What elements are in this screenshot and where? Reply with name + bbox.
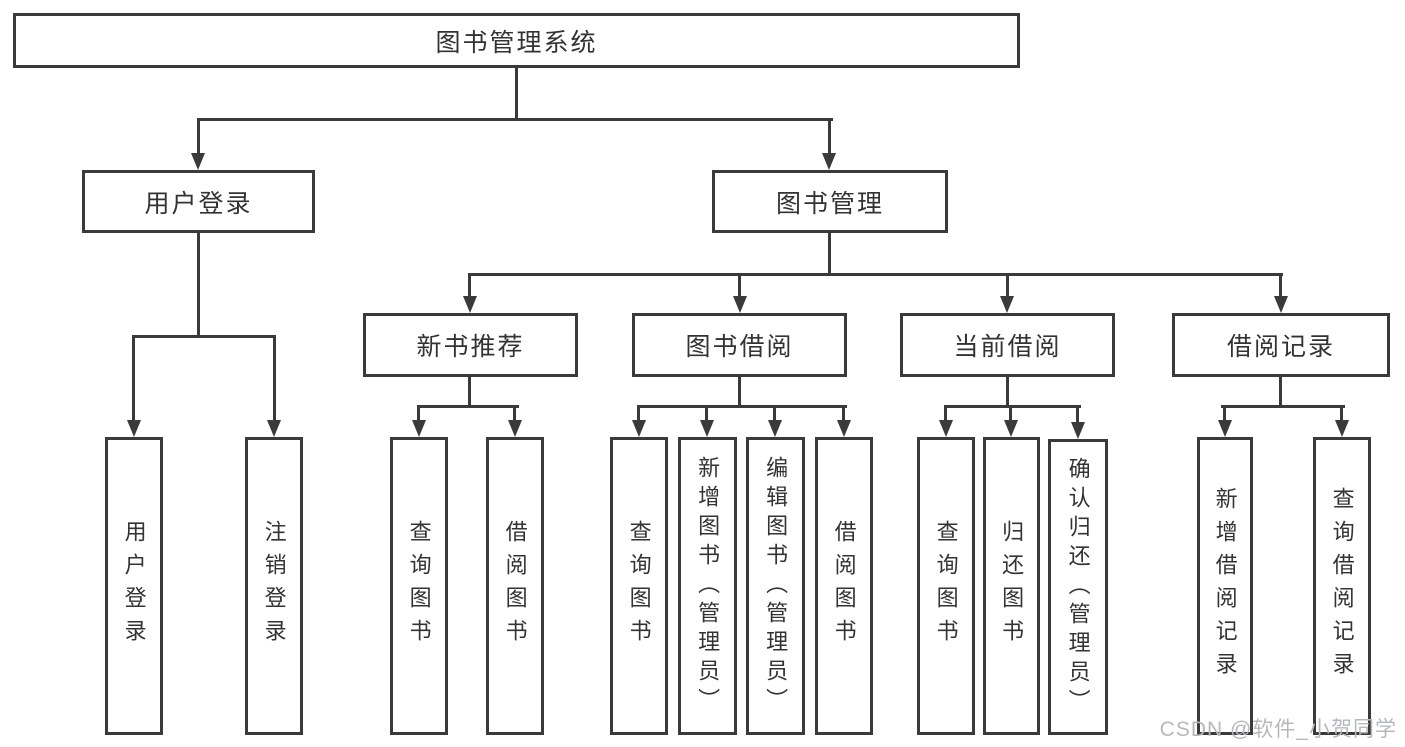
connector-line (197, 118, 833, 121)
connector-line (132, 335, 135, 421)
connector-line (773, 405, 776, 421)
node-root: 图书管理系统 (13, 13, 1020, 68)
leaf-label: 借阅图书 (831, 520, 857, 652)
connector-line (468, 273, 471, 298)
connector-line (1279, 273, 1282, 298)
arrow-down-icon (700, 420, 714, 437)
connector-line (738, 377, 741, 405)
leaf-borrow-books-recommend: 借阅图书 (486, 437, 544, 735)
connector-line (1076, 405, 1079, 423)
leaf-label: 用户登录 (121, 520, 147, 652)
node-label: 新书推荐 (416, 333, 525, 361)
leaf-label: 查询图书 (626, 520, 652, 652)
connector-line (705, 405, 708, 421)
connector-line (1006, 273, 1009, 298)
connector-line (828, 233, 831, 273)
arrow-down-icon (191, 153, 205, 170)
node-label: 图书管理系统 (435, 28, 598, 57)
node-label: 图书借阅 (685, 333, 794, 361)
connector-line (944, 405, 1081, 408)
leaf-label: 确认归还（管理员） (1065, 456, 1091, 718)
node-book-management: 图书管理 (712, 170, 948, 233)
arrow-down-icon (1274, 296, 1288, 313)
connector-line (1009, 405, 1012, 421)
leaf-label: 查询图书 (406, 520, 432, 652)
node-current-borrow: 当前借阅 (900, 313, 1115, 377)
connector-line (1223, 405, 1226, 421)
connector-line (197, 118, 200, 155)
node-label: 用户登录 (144, 189, 253, 218)
leaf-label: 注销登录 (261, 520, 287, 652)
connector-line (132, 335, 276, 338)
connector-line (944, 405, 947, 421)
arrow-down-icon (768, 420, 782, 437)
connector-line (1340, 405, 1343, 421)
leaf-label: 新增借阅记录 (1212, 487, 1238, 685)
connector-line (842, 405, 845, 421)
leaf-label: 编辑图书（管理员） (763, 455, 789, 717)
arrow-down-icon (1218, 420, 1232, 437)
arrow-down-icon (1335, 420, 1349, 437)
connector-line (1006, 377, 1009, 405)
leaf-confirm-return-admin: 确认归还（管理员） (1048, 439, 1108, 735)
leaf-add-borrow-record: 新增借阅记录 (1197, 437, 1253, 735)
node-book-borrow: 图书借阅 (632, 313, 847, 377)
connector-line (513, 405, 516, 421)
arrow-down-icon (463, 296, 477, 313)
leaf-add-book-admin: 新增图书（管理员） (678, 437, 737, 735)
arrow-down-icon (267, 420, 281, 437)
leaf-return-book: 归还图书 (983, 437, 1040, 735)
arrow-down-icon (632, 420, 646, 437)
leaf-edit-book-admin: 编辑图书（管理员） (746, 437, 805, 735)
node-label: 借阅记录 (1226, 333, 1335, 361)
connector-line (637, 405, 847, 408)
arrow-down-icon (822, 153, 836, 170)
connector-line (468, 273, 1283, 276)
node-user-login: 用户登录 (82, 170, 315, 233)
arrow-down-icon (1071, 422, 1085, 439)
connector-line (1221, 405, 1345, 408)
leaf-label: 借阅图书 (502, 520, 528, 652)
connector-line (468, 377, 471, 405)
leaf-query-books-recommend: 查询图书 (390, 437, 448, 735)
arrow-down-icon (1004, 420, 1018, 437)
leaf-user-login: 用户登录 (105, 437, 163, 735)
arrow-down-icon (412, 420, 426, 437)
connector-line (637, 405, 640, 421)
leaf-logout: 注销登录 (245, 437, 303, 735)
leaf-query-books-borrow: 查询图书 (610, 437, 668, 735)
arrow-down-icon (1000, 296, 1014, 313)
node-borrow-record: 借阅记录 (1172, 313, 1390, 377)
leaf-label: 新增图书（管理员） (695, 455, 721, 717)
leaf-query-books-current: 查询图书 (917, 437, 975, 735)
arrow-down-icon (939, 420, 953, 437)
connector-line (828, 118, 831, 155)
leaf-label: 归还图书 (999, 520, 1025, 652)
node-label: 图书管理 (775, 189, 884, 218)
arrow-down-icon (837, 420, 851, 437)
connector-line (273, 335, 276, 421)
arrow-down-icon (127, 420, 141, 437)
leaf-borrow-books: 借阅图书 (815, 437, 873, 735)
leaf-label: 查询借阅记录 (1329, 487, 1355, 685)
arrow-down-icon (508, 420, 522, 437)
leaf-query-borrow-record: 查询借阅记录 (1313, 437, 1371, 735)
node-label: 当前借阅 (953, 333, 1062, 361)
watermark: CSDN @软件_小贺同学 (1159, 718, 1397, 741)
connector-line (515, 68, 518, 118)
connector-line (417, 405, 420, 421)
connector-line (417, 405, 519, 408)
connector-line (1279, 377, 1282, 405)
leaf-label: 查询图书 (933, 520, 959, 652)
connector-line (738, 273, 741, 298)
node-new-book-recommend: 新书推荐 (363, 313, 578, 377)
arrow-down-icon (733, 296, 747, 313)
connector-line (197, 233, 200, 335)
